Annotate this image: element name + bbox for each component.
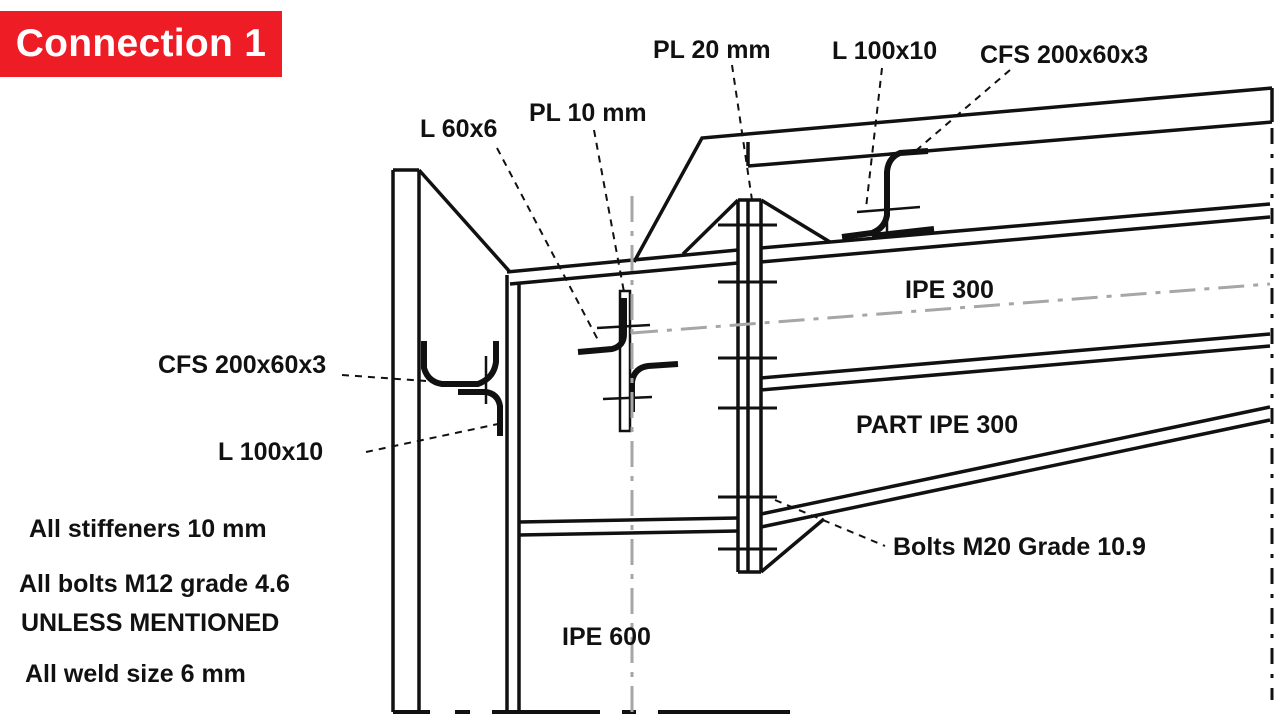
- label-cfs-top: CFS 200x60x3: [980, 41, 1149, 69]
- leader-lines: [341, 64, 1011, 547]
- label-ipe-600: IPE 600: [562, 623, 651, 651]
- purlin-cfs-top: [841, 148, 935, 240]
- label-pl-10: PL 10 mm: [529, 99, 647, 127]
- end-plate-bolts: [718, 223, 777, 551]
- note-bolts-line1: All bolts M12 grade 4.6: [19, 570, 290, 598]
- title-badge: Connection 1: [0, 11, 282, 77]
- label-l100-top: L 100x10: [832, 37, 938, 65]
- cleat-plate-pl10: [618, 289, 632, 433]
- column-ipe-600: [391, 168, 739, 712]
- label-pl-20: PL 20 mm: [653, 36, 771, 64]
- note-weld: All weld size 6 mm: [25, 660, 246, 688]
- angle-l60-bolts: [596, 323, 653, 401]
- note-bolts-line2: UNLESS MENTIONED: [21, 609, 280, 637]
- note-stiffeners: All stiffeners 10 mm: [29, 515, 267, 543]
- rafter-segment: [506, 248, 739, 286]
- label-l60: L 60x6: [420, 115, 498, 143]
- label-cfs-left: CFS 200x60x3: [158, 351, 327, 379]
- label-bolts: Bolts M20 Grade 10.9: [893, 533, 1146, 561]
- label-ipe-300: IPE 300: [905, 276, 994, 304]
- rafter-part-ipe-300: [760, 332, 1271, 529]
- rafter-ipe-300: [760, 202, 1271, 264]
- upper-rafter: [632, 86, 1274, 263]
- angle-l60: [577, 298, 679, 412]
- label-l100-left: L 100x10: [218, 438, 324, 466]
- purlin-cfs-left: [421, 341, 503, 436]
- centerlines: [630, 196, 1271, 712]
- label-part-ipe-300: PART IPE 300: [856, 411, 1019, 439]
